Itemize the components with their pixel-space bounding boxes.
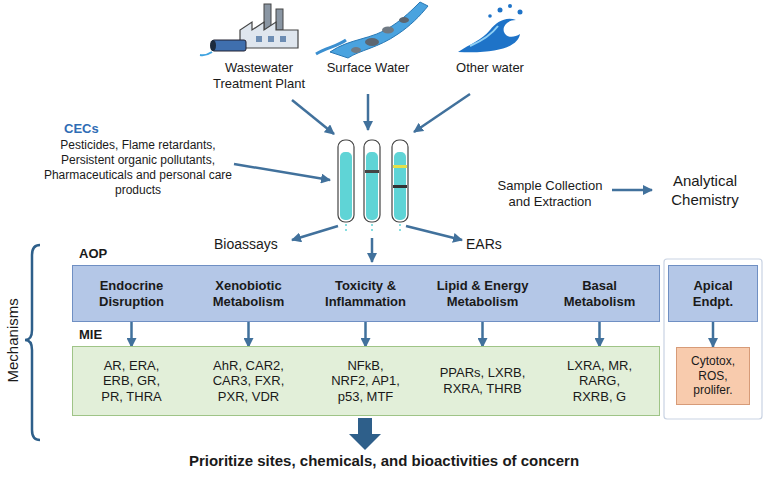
test-tube [338,140,354,222]
node-text: Apical Endpt. [673,278,753,309]
process-cell: Endocrine Disruption [73,266,190,321]
big-arrow [349,418,381,450]
connector-arrow [598,321,601,347]
node-text: NFkB, NRF2, AP1, p53, MTF [330,358,402,405]
process-cell: PPARs, LXRB, RXRA, THRB [424,347,541,415]
label: EARs [466,236,526,254]
node-text: Cytotox, ROS, prolifer. [681,354,745,397]
droplet [508,4,512,8]
wave [458,19,520,53]
wave-crest [470,26,498,46]
tube-band [365,170,379,173]
river [330,2,428,58]
node-text: Lipid & Energy Metabolism [430,278,535,309]
connector-arrow [364,321,367,347]
wave-icon [458,4,523,52]
tube-liquid [340,152,352,220]
apical-panel [664,259,762,419]
arrow [612,189,652,192]
droplet [488,14,492,18]
endpoint-box: Cytotox, ROS, prolifer. [676,347,750,405]
connector-arrow [130,321,133,347]
rock [351,47,361,53]
node-text: AR, ERA, ERB, GR, PR, THRA [97,358,167,405]
tube-liquid [366,152,378,220]
node-text: Endocrine Disruption [79,278,184,309]
pipe [212,40,246,51]
label: Bioassays [214,236,294,254]
chimney [276,9,283,30]
band-heading: AOP [79,246,107,261]
label: Wastewater Treatment Plant [203,60,315,93]
arrow [406,226,462,240]
group-label: Mechanisms [4,285,23,395]
window [256,36,262,42]
arrow [367,94,370,130]
river-icon [316,2,428,58]
factory-building [240,22,298,48]
window [268,36,274,42]
connector-arrow [481,321,484,347]
process-cell: Toxicity & Inflammation [307,266,424,321]
droplet [518,10,523,15]
river-stream [316,40,346,54]
arrow [292,226,338,240]
label: Surface Water [318,60,418,76]
node-text: PPARs, LXRB, RXRA, THRB [435,365,531,396]
process-cell: LXRA, MR, RARG, RXRB, G [541,347,658,415]
arrow [234,164,330,180]
outflow [200,52,212,55]
label: Sample Collection and Extraction [490,178,610,211]
drip [346,224,400,234]
label: CECs [64,121,124,137]
conclusion-text: Prioritize sites, chemicals, and bioacti… [0,452,768,471]
factory-icon [200,4,298,55]
band-heading: MIE [79,327,102,342]
tube-band [393,185,407,188]
process-cell: Lipid & Energy Metabolism [424,266,541,321]
test-tube [364,140,380,222]
connector-arrow [247,321,250,347]
process-cell: NFkB, NRF2, AP1, p53, MTF [307,347,424,415]
tube-band [393,165,407,168]
arrow [371,238,374,262]
test-tube [392,140,408,222]
process-cell: AR, ERA, ERB, GR, PR, THRA [73,347,190,415]
node-text: Xenobiotic Metabolism [196,278,301,309]
label: Analytical Chemistry [655,172,755,210]
pipe-outlet [210,40,216,51]
window [280,36,286,42]
label: Pesticides, Flame retardants, Persistent… [42,138,234,198]
process-cell: Basal Metabolism [541,266,658,321]
node-text: Basal Metabolism [547,278,652,309]
band: AOPEndocrine DisruptionXenobiotic Metabo… [72,265,660,322]
arrow [414,94,470,132]
process-cell: AhR, CAR2, CAR3, FXR, PXR, VDR [190,347,307,415]
tube-liquid [394,152,406,220]
process-cell: Xenobiotic Metabolism [190,266,307,321]
arrow [292,100,334,134]
rock [382,27,394,34]
rock [365,38,379,46]
droplet [498,8,503,13]
band: MIEAR, ERA, ERB, GR, PR, THRAAhR, CAR2, … [72,346,660,416]
rock [399,17,409,23]
label: Other water [440,60,540,76]
process-box: Apical Endpt. [668,265,758,322]
connector-arrow [712,322,715,347]
test-tubes [338,140,408,234]
node-text: AhR, CAR2, CAR3, FXR, PXR, VDR [208,358,290,405]
node-text: Toxicity & Inflammation [313,278,418,309]
node-text: LXRA, MR, RARG, RXRB, G [562,358,638,405]
bracket [25,245,40,440]
flow-arrows [234,94,652,262]
